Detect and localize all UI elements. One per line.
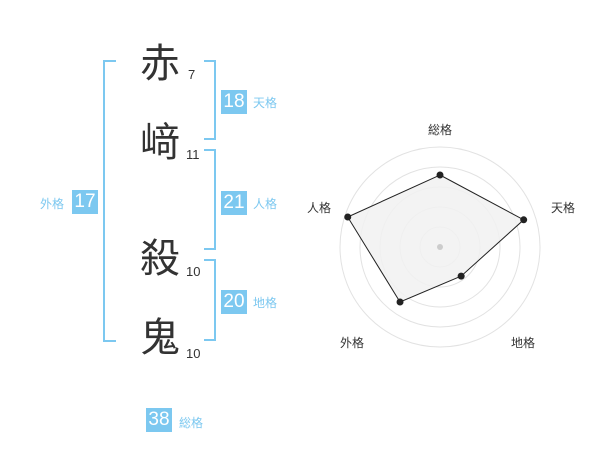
radar-point-5 — [344, 213, 352, 221]
gaikaku-bracket — [103, 60, 116, 342]
radar-point-4 — [396, 298, 404, 306]
radar-label-tenkaku: 天格 — [551, 201, 576, 215]
tenkaku-label: 天格 — [253, 96, 278, 110]
gaikaku-label: 外格 — [40, 197, 65, 211]
soukaku-value-badge: 38 — [146, 408, 172, 432]
radar-grid-ring-2 — [359, 166, 521, 328]
name-char-2: 﨑 — [140, 120, 180, 166]
radar-label-jinkaku: 人格 — [307, 201, 332, 215]
chikaku-value-badge: 20 — [221, 290, 247, 314]
stroke-count-2: 11 — [186, 147, 200, 162]
tenkaku-bracket — [204, 60, 216, 140]
stroke-count-4: 10 — [186, 346, 201, 361]
name-char-3: 殺 — [140, 236, 180, 282]
chikaku-bracket — [204, 259, 216, 341]
tenkaku-value-badge: 18 — [221, 90, 247, 114]
gaikaku-value-badge: 17 — [72, 190, 98, 214]
chikaku-label: 地格 — [253, 296, 278, 310]
radar-center-dot — [437, 244, 443, 250]
jinkaku-bracket — [204, 149, 216, 250]
radar-label-soukaku: 総格 — [428, 123, 453, 137]
name-char-1: 赤 — [140, 41, 180, 87]
soukaku-label: 総格 — [179, 416, 204, 430]
jinkaku-label: 人格 — [253, 197, 278, 211]
radar-label-gaikaku: 外格 — [340, 336, 365, 350]
radar-area — [346, 174, 525, 303]
jinkaku-value-badge: 21 — [221, 191, 247, 215]
radar-point-2 — [520, 216, 528, 224]
radar-point-3 — [457, 272, 465, 280]
stroke-count-1: 7 — [188, 67, 196, 82]
radar-label-chikaku: 地格 — [511, 336, 536, 350]
name-char-4: 鬼 — [140, 315, 180, 361]
radar-point-1 — [436, 171, 444, 179]
stroke-count-3: 10 — [186, 264, 201, 279]
